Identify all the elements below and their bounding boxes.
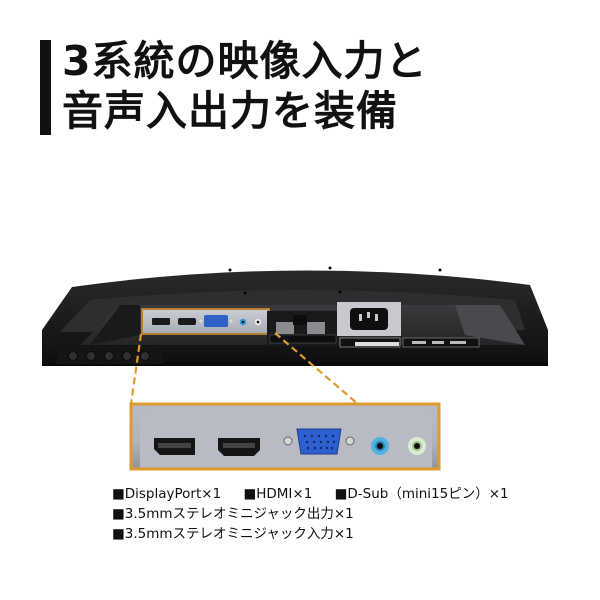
spec-audio-out: ■3.5mmステレオミニジャック出力×1 [112, 506, 354, 522]
spec-list: ■DisplayPort×1 ■HDMI×1 ■D-Sub（mini15ピン）×… [112, 484, 527, 544]
dsub-port [283, 428, 355, 455]
spec-dsub: ■D-Sub（mini15ピン）×1 [334, 486, 509, 502]
spec-hdmi: ■HDMI×1 [243, 486, 313, 502]
button-4 [122, 351, 132, 361]
button-1 [68, 351, 78, 361]
title-line-2: 音声入出力を装備 [62, 87, 398, 135]
title-line-1: 3系統の映像入力と [62, 37, 428, 85]
power-socket [337, 302, 401, 336]
displayport-port [154, 438, 195, 455]
spec-audio-in: ■3.5mmステレオミニジャック入力×1 [112, 526, 354, 542]
audio-out-jack [371, 437, 389, 455]
button-2 [86, 351, 96, 361]
spec-row-video: ■DisplayPort×1 ■HDMI×1 ■D-Sub（mini15ピン）×… [112, 484, 527, 504]
port-panel-zoomed [129, 402, 441, 471]
title-accent-bar [40, 40, 51, 135]
spec-label-stickers [339, 337, 480, 348]
audio-in-jack [408, 437, 426, 455]
stand-mount [267, 311, 339, 346]
control-buttons [55, 346, 165, 364]
hdmi-port [218, 438, 260, 456]
button-5 [140, 351, 150, 361]
button-3 [104, 351, 114, 361]
callout-lines [129, 332, 359, 405]
spec-displayport: ■DisplayPort×1 [112, 486, 222, 502]
page-title: 3系統の映像入力と 音声入出力を装備 [62, 36, 428, 136]
port-panel-small [141, 308, 270, 335]
